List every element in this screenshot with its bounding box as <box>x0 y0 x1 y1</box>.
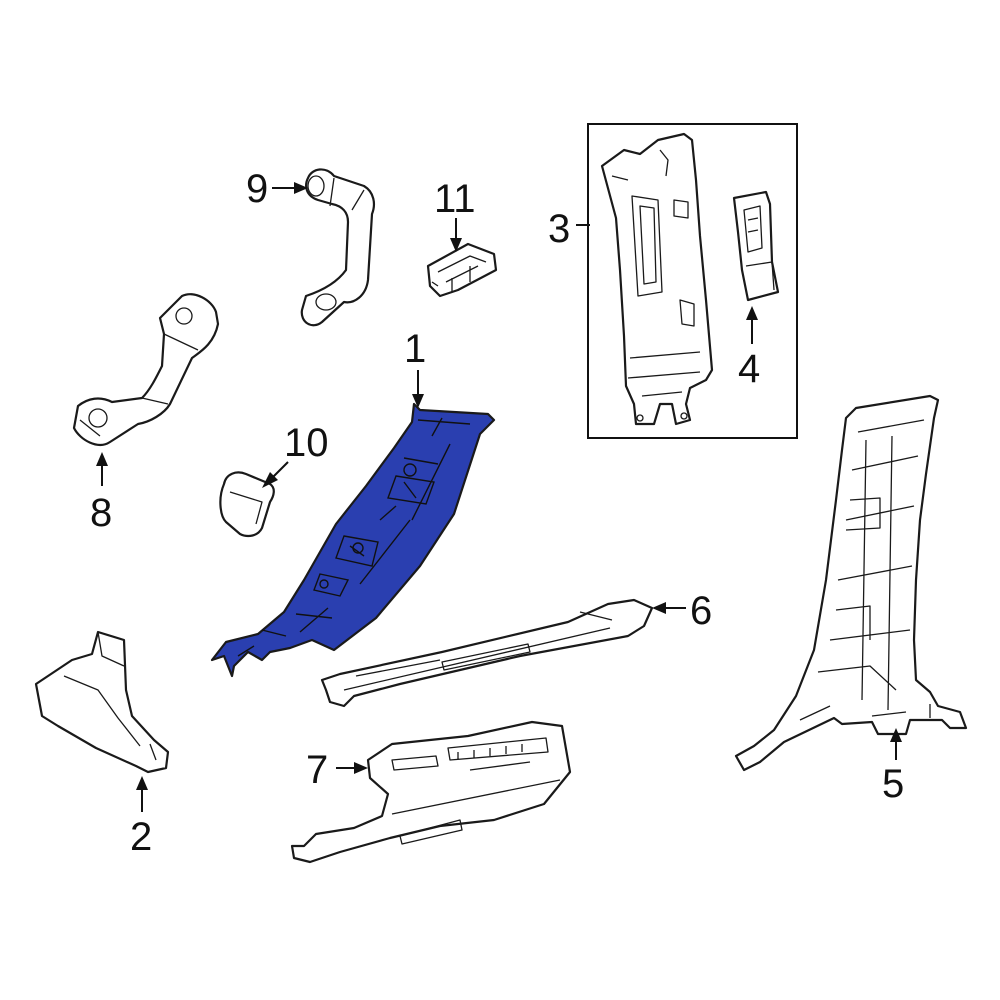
part-1-fill <box>210 402 496 678</box>
part-1-pillar-trim[interactable] <box>210 402 496 678</box>
part-10-cap[interactable] <box>219 471 275 538</box>
callout-8: 8 <box>90 491 112 535</box>
callout-9: 9 <box>246 167 268 211</box>
callout-labels: 1 2 3 4 5 6 7 8 9 10 11 <box>90 167 904 859</box>
part-6-sill-plate[interactable] <box>320 598 654 708</box>
part-7-scuff-plate[interactable] <box>290 720 572 864</box>
part-2-kick-panel[interactable] <box>34 630 170 774</box>
callout-7: 7 <box>306 748 328 792</box>
callout-2: 2 <box>130 815 152 859</box>
callout-leaders <box>96 182 902 812</box>
part-3-group-box <box>587 123 798 439</box>
callout-6: 6 <box>690 589 712 633</box>
callout-5: 5 <box>882 762 904 806</box>
part-4-retainer[interactable] <box>732 190 780 302</box>
part-9-grab-handle[interactable] <box>300 168 375 327</box>
part-11-clip[interactable] <box>426 242 498 298</box>
part-8-grab-handle[interactable] <box>72 293 220 446</box>
callout-3: 3 <box>548 207 570 251</box>
part-3-pillar-garnish[interactable] <box>600 132 714 426</box>
part-5-center-pillar-trim[interactable] <box>734 394 968 772</box>
callout-1: 1 <box>404 327 426 371</box>
callout-4: 4 <box>738 347 760 391</box>
callout-10: 10 <box>284 421 329 465</box>
callout-11: 11 <box>434 177 476 221</box>
